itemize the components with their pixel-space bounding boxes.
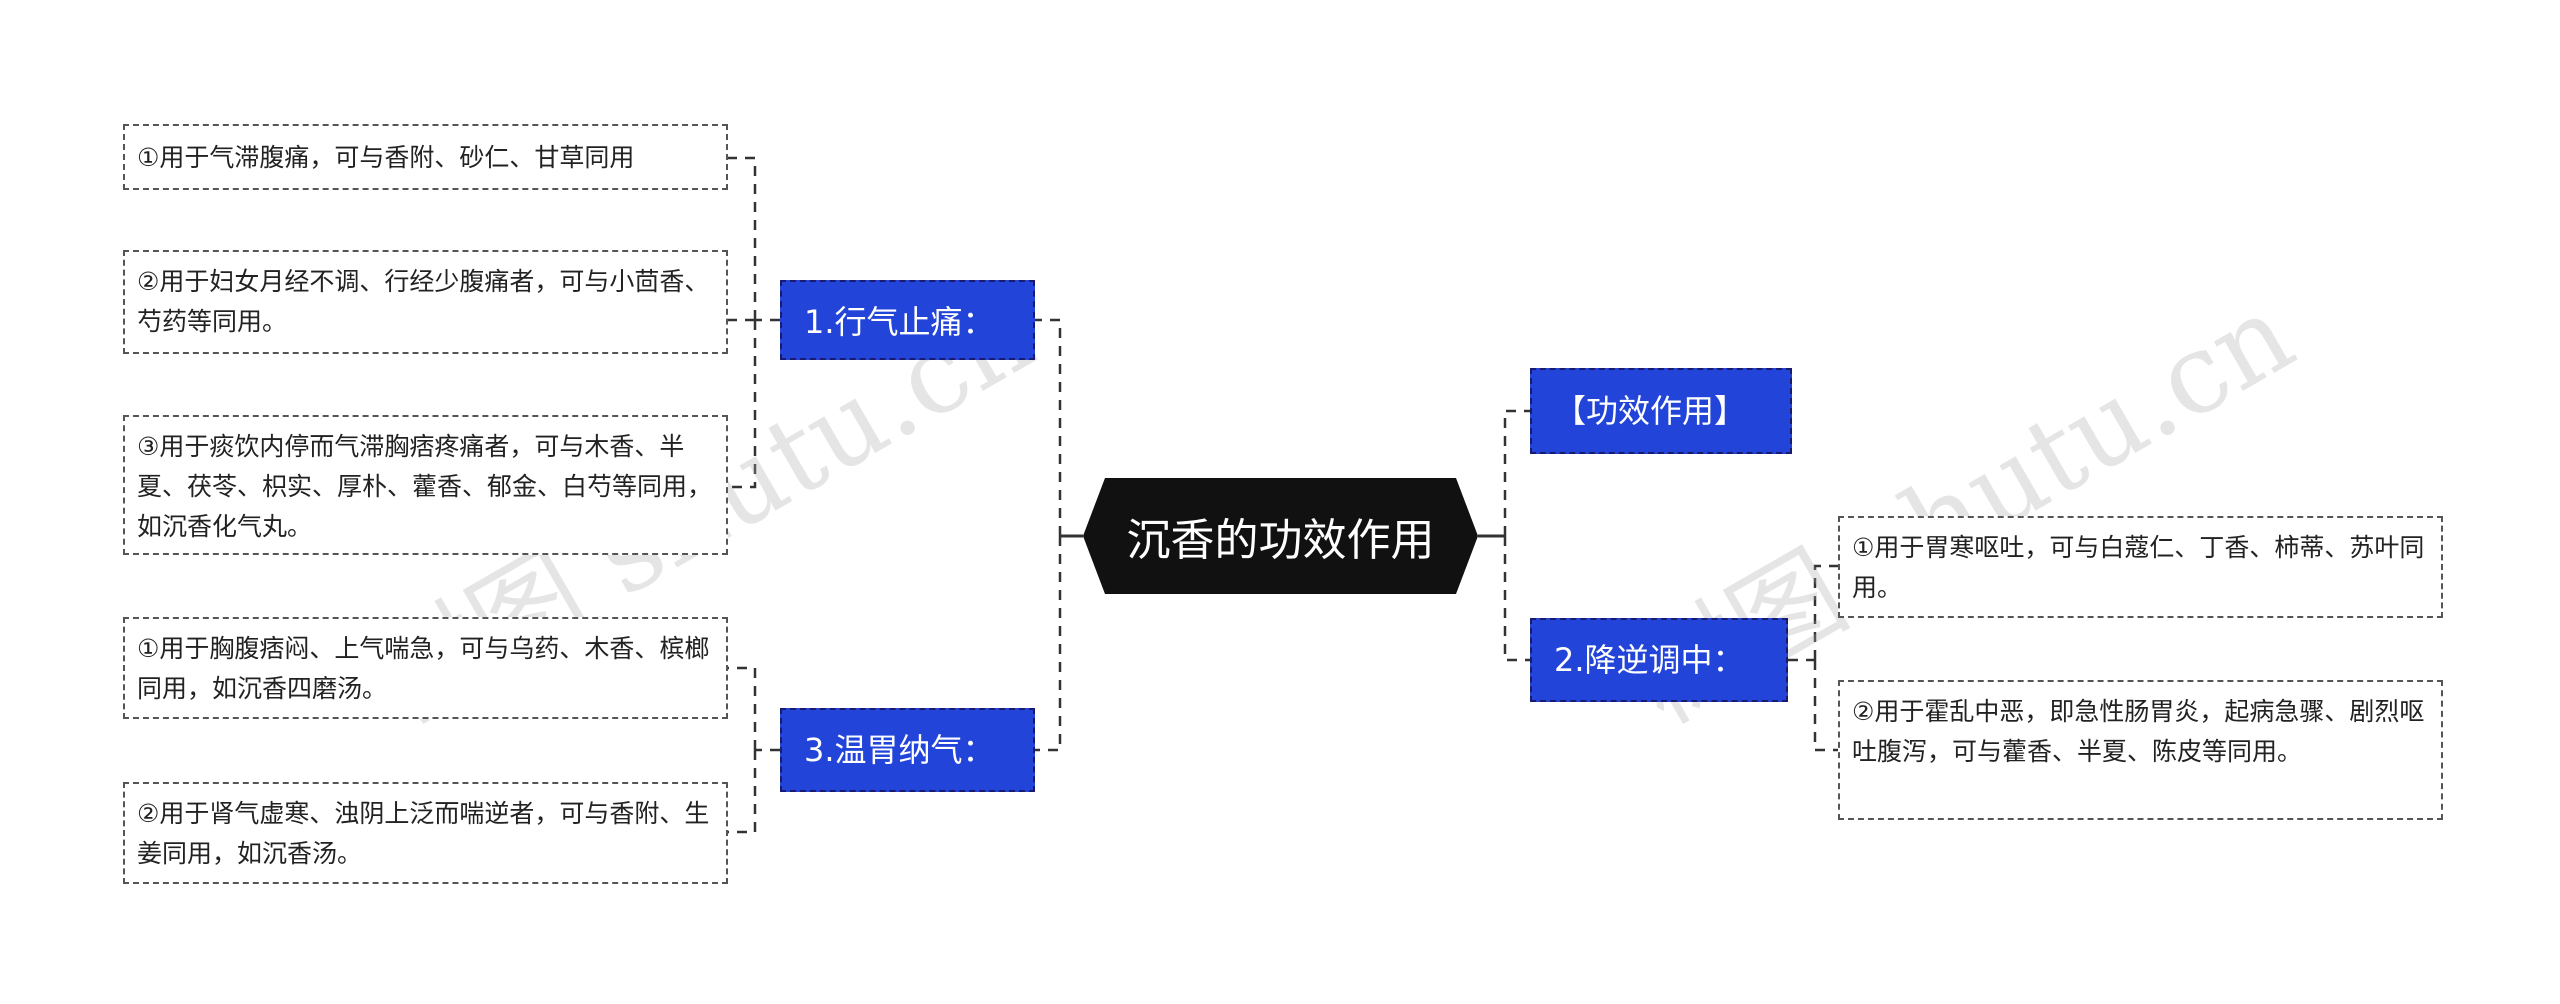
root-title: 沉香的功效作用 <box>1126 515 1435 566</box>
leaf-node[interactable]: ①用于胸腹痞闷、上气喘急，可与乌药、木香、槟榔同用，如沉香四磨汤。 <box>123 617 728 719</box>
branch-label: 【功效作用】 <box>1554 392 1747 430</box>
leaf-node[interactable]: ②用于霍乱中恶，即急性肠胃炎，起病急骤、剧烈呕吐腹泻，可与藿香、半夏、陈皮等同用… <box>1838 680 2443 820</box>
leaf-node[interactable]: ②用于妇女月经不调、行经少腹痛者，可与小茴香、芍药等同用。 <box>123 250 728 354</box>
root-node[interactable]: 沉香的功效作用 <box>1083 478 1478 594</box>
leaf-node[interactable]: ②用于肾气虚寒、浊阴上泛而喘逆者，可与香附、生姜同用，如沉香汤。 <box>123 782 728 884</box>
branch-node-effects[interactable]: 【功效作用】 <box>1530 368 1792 454</box>
branch-node-1[interactable]: 1.行气止痛： <box>780 280 1035 360</box>
branch-label: 1.行气止痛： <box>804 303 995 341</box>
branch-node-3[interactable]: 3.温胃纳气： <box>780 708 1035 792</box>
branch-label: 3.温胃纳气： <box>804 731 995 769</box>
branch-label: 2.降逆调中： <box>1554 641 1745 679</box>
root-hexagon-shape <box>1083 478 1478 594</box>
branch-node-2[interactable]: 2.降逆调中： <box>1530 618 1788 702</box>
leaf-node[interactable]: ③用于痰饮内停而气滞胸痞疼痛者，可与木香、半夏、茯苓、枳实、厚朴、藿香、郁金、白… <box>123 415 728 555</box>
leaf-node[interactable]: ①用于气滞腹痛，可与香附、砂仁、甘草同用 <box>123 124 728 190</box>
leaf-node[interactable]: ①用于胃寒呕吐，可与白蔻仁、丁香、柿蒂、苏叶同用。 <box>1838 516 2443 618</box>
